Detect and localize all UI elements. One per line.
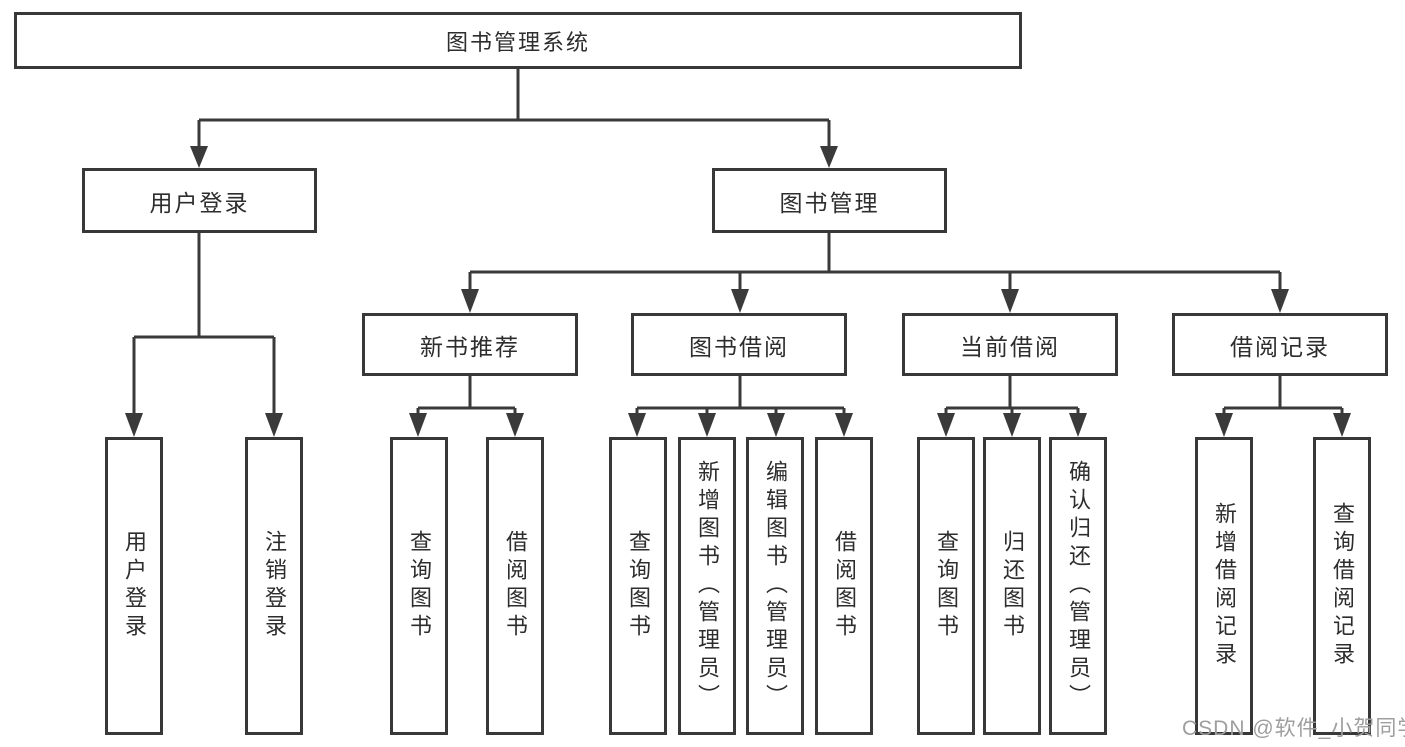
leaf-logout-label: 注销登录 — [262, 530, 287, 642]
node-root-system: 图书管理系统 — [14, 12, 1022, 69]
leaf-current-query-books-label: 查询图书 — [934, 530, 959, 642]
leaf-return-books: 归还图书 — [983, 437, 1041, 735]
leaf-borrow-query-books: 查询图书 — [609, 437, 667, 735]
arrowhead-to-leaf-user-login — [125, 413, 143, 437]
arrowhead-to-borrow-record — [1271, 289, 1289, 313]
leaf-add-borrow-record: 新增借阅记录 — [1195, 437, 1253, 735]
leaf-newbook-query-books-label: 查询图书 — [407, 530, 432, 642]
node-root-label: 图书管理系统 — [445, 29, 590, 55]
leaf-logout: 注销登录 — [245, 437, 303, 735]
connectors-borrow-record-to-leaves — [1215, 376, 1351, 437]
leaf-edit-books-admin: 编辑图书（管理员） — [746, 437, 804, 735]
node-user-login: 用户登录 — [82, 168, 317, 233]
leaf-user-login-label: 用户登录 — [122, 530, 147, 642]
leaf-return-books-label: 归还图书 — [1000, 530, 1025, 642]
node-new-book-recommend: 新书推荐 — [362, 313, 578, 376]
connectors-new-book-recommend-to-leaves — [409, 376, 524, 437]
leaf-borrow-borrow-books: 借阅图书 — [815, 437, 873, 735]
arrowhead-to-current-borrow — [1001, 289, 1019, 313]
node-current-borrow: 当前借阅 — [902, 313, 1118, 376]
leaf-newbook-borrow-books: 借阅图书 — [486, 437, 544, 735]
arrowhead-to-user-login — [190, 146, 208, 168]
leaf-add-books-admin: 新增图书（管理员） — [678, 437, 736, 735]
connectors-user-login-to-leaves — [125, 233, 283, 437]
leaf-current-query-books: 查询图书 — [917, 437, 975, 735]
node-borrow-record-label: 借阅记录 — [1230, 333, 1330, 360]
leaf-user-login: 用户登录 — [105, 437, 163, 735]
leaf-add-borrow-record-label: 新增借阅记录 — [1212, 502, 1237, 670]
arrowhead-to-new-book-recommend — [461, 289, 479, 313]
leaf-borrow-borrow-books-label: 借阅图书 — [832, 530, 857, 642]
node-user-login-label: 用户登录 — [149, 189, 250, 216]
leaf-query-borrow-record-label: 查询借阅记录 — [1330, 502, 1355, 670]
leaf-newbook-borrow-books-label: 借阅图书 — [503, 530, 528, 642]
leaf-query-borrow-record: 查询借阅记录 — [1313, 437, 1371, 735]
arrowhead-to-book-borrow — [731, 289, 749, 313]
node-book-borrow-label: 图书借阅 — [689, 333, 789, 360]
node-new-book-recommend-label: 新书推荐 — [420, 333, 520, 360]
node-book-management-label: 图书管理 — [779, 189, 880, 216]
connectors-book-management-to-level3 — [461, 233, 1289, 313]
node-borrow-record: 借阅记录 — [1172, 313, 1388, 376]
arrowhead-to-book-management — [820, 146, 838, 168]
leaf-add-books-admin-label: 新增图书（管理员） — [695, 460, 720, 712]
connectors-book-borrow-to-leaves — [628, 376, 853, 437]
leaf-edit-books-admin-label: 编辑图书（管理员） — [763, 460, 788, 712]
connectors-root-to-level2 — [190, 68, 838, 168]
node-current-borrow-label: 当前借阅 — [960, 333, 1060, 360]
connectors-current-borrow-to-leaves — [937, 376, 1087, 437]
leaf-confirm-return-admin-label: 确认归还（管理员） — [1066, 460, 1091, 712]
node-book-management: 图书管理 — [712, 168, 947, 233]
node-book-borrow: 图书借阅 — [631, 313, 847, 376]
leaf-confirm-return-admin: 确认归还（管理员） — [1049, 437, 1107, 735]
csdn-watermark: CSDN @软件_小贺同学 — [1182, 717, 1405, 740]
leaf-borrow-query-books-label: 查询图书 — [626, 530, 651, 642]
leaf-newbook-query-books: 查询图书 — [390, 437, 448, 735]
arrowhead-to-leaf-logout — [265, 413, 283, 437]
